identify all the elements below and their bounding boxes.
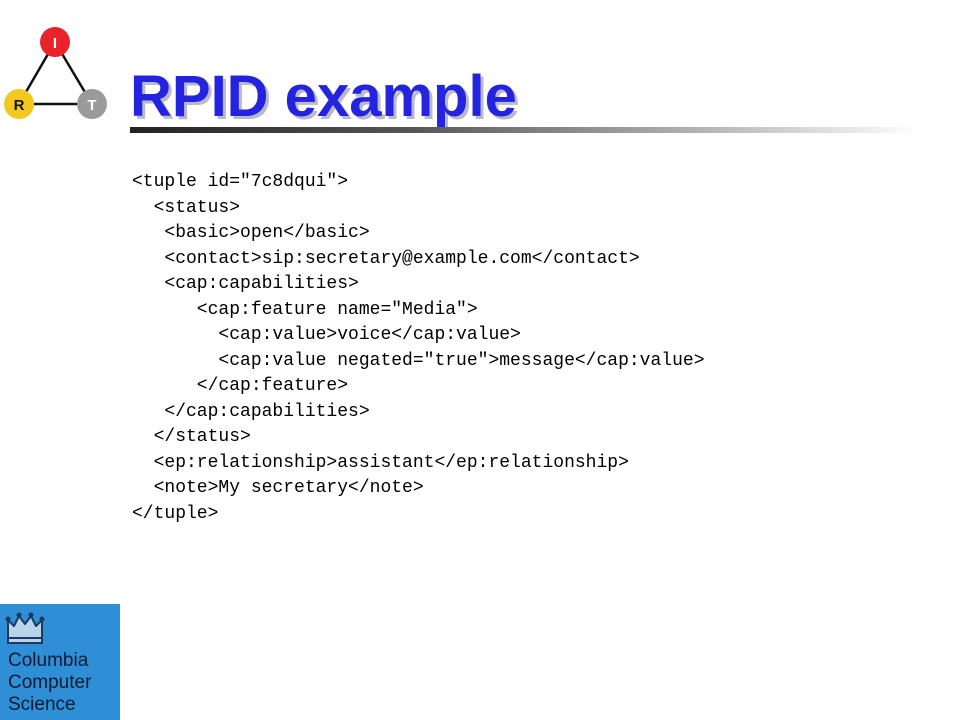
code-line: </cap:capabilities> [132,401,370,422]
code-line: <status> [132,197,241,218]
crown-icon [5,612,45,644]
logo-node-i: I [40,27,70,57]
code-line: <contact>sip:secretary@example.com</cont… [132,248,640,269]
code-line: <basic>open</basic> [132,223,370,243]
logo-node-i-label: I [53,35,57,52]
slide-title: RPID example [130,64,517,129]
code-line: </cap:feature> [132,376,349,396]
title-underline [130,127,920,133]
logo-line-science: Science [8,694,76,715]
logo-node-r-label: R [14,97,25,114]
code-block: <tuple id="7c8dqui"> <status> <basic>ope… [132,170,705,527]
logo-line-columbia: Columbia [8,650,89,671]
code-line: </status> [132,427,251,447]
code-line: </tuple> [132,503,219,524]
logo-node-r: R [4,89,34,119]
code-line: <cap:capabilities> [132,274,359,294]
columbia-cs-logo: Columbia Computer Science [0,604,120,720]
code-line: <ep:relationship>assistant</ep:relations… [132,452,629,473]
code-line: <cap:value negated="true">message</cap:v… [132,350,705,371]
irt-logo: I R T [4,27,107,119]
code-line: <tuple id="7c8dqui"> [132,172,349,192]
code-line: <cap:feature name="Media"> [132,299,478,320]
code-line: <cap:value>voice</cap:value> [132,325,521,345]
code-line: <note>My secretary</note> [132,478,424,498]
logo-node-t: T [77,89,107,119]
logo-line-computer: Computer [8,672,92,693]
columbia-cs-text: Columbia Computer Science [8,650,91,716]
logo-node-t-label: T [87,97,96,114]
